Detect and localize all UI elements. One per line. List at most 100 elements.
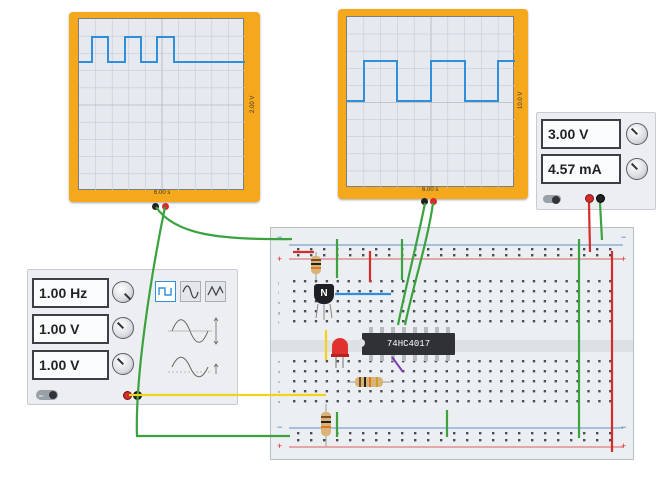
breadboard-hole bbox=[423, 370, 427, 373]
breadboard-hole bbox=[531, 432, 534, 435]
breadboard-hole bbox=[492, 248, 495, 251]
breadboard-hole bbox=[434, 380, 438, 383]
breadboard-hole bbox=[576, 400, 579, 403]
breadboard-hole bbox=[314, 380, 318, 383]
breadboard-hole bbox=[489, 300, 492, 303]
breadboard-hole bbox=[314, 360, 318, 363]
frequency-knob[interactable] bbox=[112, 281, 134, 303]
breadboard-hole bbox=[314, 400, 318, 403]
row-letter-c: c bbox=[278, 379, 280, 384]
breadboard-hole bbox=[362, 254, 365, 257]
amplitude-knob[interactable] bbox=[112, 317, 134, 339]
breadboard-hole bbox=[445, 380, 448, 383]
oscilloscope-right[interactable]: 6.00 s 10.0 V bbox=[338, 9, 528, 199]
square-wave-button[interactable] bbox=[155, 281, 176, 302]
triangle-wave-icon bbox=[207, 285, 224, 297]
breadboard-hole bbox=[297, 439, 300, 442]
breadboard-hole bbox=[375, 248, 378, 251]
breadboard-hole bbox=[336, 360, 339, 363]
function-generator-black-terminal[interactable] bbox=[133, 391, 142, 400]
oscilloscope-left-probe-black[interactable] bbox=[152, 203, 159, 210]
breadboard-hole bbox=[598, 290, 601, 293]
breadboard-hole bbox=[479, 432, 482, 435]
breadboard-hole bbox=[402, 370, 405, 373]
breadboard-hole bbox=[511, 280, 514, 283]
breadboard-hole bbox=[336, 290, 339, 293]
breadboard-hole bbox=[423, 290, 427, 293]
power-supply-voltage-knob[interactable] bbox=[626, 123, 648, 145]
power-supply[interactable]: 3.00 V 4.57 mA bbox=[536, 112, 656, 210]
breadboard-hole bbox=[347, 380, 350, 383]
oscilloscope-right-probe-black[interactable] bbox=[421, 198, 428, 205]
power-supply-negative-terminal[interactable] bbox=[596, 194, 605, 203]
red-led[interactable] bbox=[331, 338, 349, 370]
power-supply-positive-terminal[interactable] bbox=[585, 194, 594, 203]
offset-knob[interactable] bbox=[112, 353, 134, 375]
breadboard-hole bbox=[402, 290, 405, 293]
function-generator[interactable]: 1.00 Hz 1.00 V 1.00 V on bbox=[27, 269, 238, 405]
breadboard-hole bbox=[303, 400, 307, 403]
breadboard-hole bbox=[336, 439, 339, 442]
sine-wave-button[interactable] bbox=[180, 281, 201, 302]
breadboard-hole bbox=[427, 254, 430, 257]
breadboard-hole bbox=[531, 254, 534, 257]
breadboard-hole bbox=[557, 439, 560, 442]
breadboard-hole bbox=[456, 300, 459, 303]
breadboard-hole bbox=[532, 280, 536, 283]
breadboard-hole bbox=[336, 380, 339, 383]
oscilloscope-right-probe-red[interactable] bbox=[430, 198, 437, 205]
function-generator-red-terminal[interactable] bbox=[123, 391, 132, 400]
ic-74hc4017[interactable]: 74HC4017 bbox=[359, 333, 455, 355]
breadboard-hole bbox=[303, 370, 307, 373]
breadboard-hole bbox=[434, 390, 438, 393]
breadboard-hole bbox=[583, 432, 586, 435]
breadboard-hole bbox=[596, 439, 599, 442]
breadboard-hole bbox=[598, 310, 601, 313]
npn-transistor[interactable]: N bbox=[314, 284, 334, 304]
breadboard-hole bbox=[467, 390, 470, 393]
breadboard-hole bbox=[532, 290, 536, 293]
chip-pins bbox=[369, 327, 450, 361]
breadboard-hole bbox=[609, 439, 612, 442]
function-generator-frequency-display: 1.00 Hz bbox=[32, 278, 109, 308]
breadboard-hole bbox=[380, 300, 383, 303]
breadboard-hole bbox=[434, 320, 438, 323]
breadboard-hole bbox=[511, 320, 514, 323]
breadboard-hole bbox=[554, 320, 557, 323]
breadboard-hole bbox=[401, 248, 404, 251]
breadboard-hole bbox=[532, 300, 536, 303]
breadboard-hole bbox=[570, 248, 573, 251]
breadboard-hole bbox=[380, 390, 383, 393]
breadboard-hole bbox=[598, 320, 601, 323]
breadboard-hole bbox=[434, 290, 438, 293]
breadboard-hole bbox=[380, 280, 383, 283]
function-generator-power-toggle[interactable]: on bbox=[36, 390, 58, 400]
breadboard-hole bbox=[293, 290, 296, 293]
breadboard-hole bbox=[543, 290, 547, 293]
breadboard-hole bbox=[511, 290, 514, 293]
breadboard-hole bbox=[554, 280, 557, 283]
breadboard-hole bbox=[565, 300, 568, 303]
oscilloscope-left[interactable]: 6.00 s 2.00 V bbox=[69, 12, 260, 202]
breadboard-hole bbox=[427, 248, 430, 251]
breadboard-hole bbox=[565, 370, 568, 373]
breadboard-hole bbox=[369, 390, 372, 393]
breadboard-hole bbox=[412, 370, 416, 373]
breadboard-hole bbox=[453, 254, 456, 257]
breadboard-hole bbox=[596, 432, 599, 435]
breadboard-hole bbox=[303, 280, 307, 283]
oscilloscope-left-probe-red[interactable] bbox=[162, 203, 169, 210]
offset-indicator-icon bbox=[168, 356, 219, 378]
rail-minus-bottom-left: − bbox=[277, 422, 283, 432]
breadboard-hole bbox=[518, 254, 521, 257]
breadboard-hole bbox=[467, 300, 470, 303]
triangle-wave-button[interactable] bbox=[205, 281, 226, 302]
breadboard-hole bbox=[391, 400, 394, 403]
breadboard-hole bbox=[587, 360, 590, 363]
power-supply-toggle[interactable] bbox=[543, 195, 561, 204]
power-supply-current-knob[interactable] bbox=[626, 158, 648, 180]
breadboard-hole bbox=[557, 432, 560, 435]
breadboard-hole bbox=[427, 432, 430, 435]
breadboard-hole bbox=[609, 280, 612, 283]
breadboard-hole bbox=[489, 320, 492, 323]
